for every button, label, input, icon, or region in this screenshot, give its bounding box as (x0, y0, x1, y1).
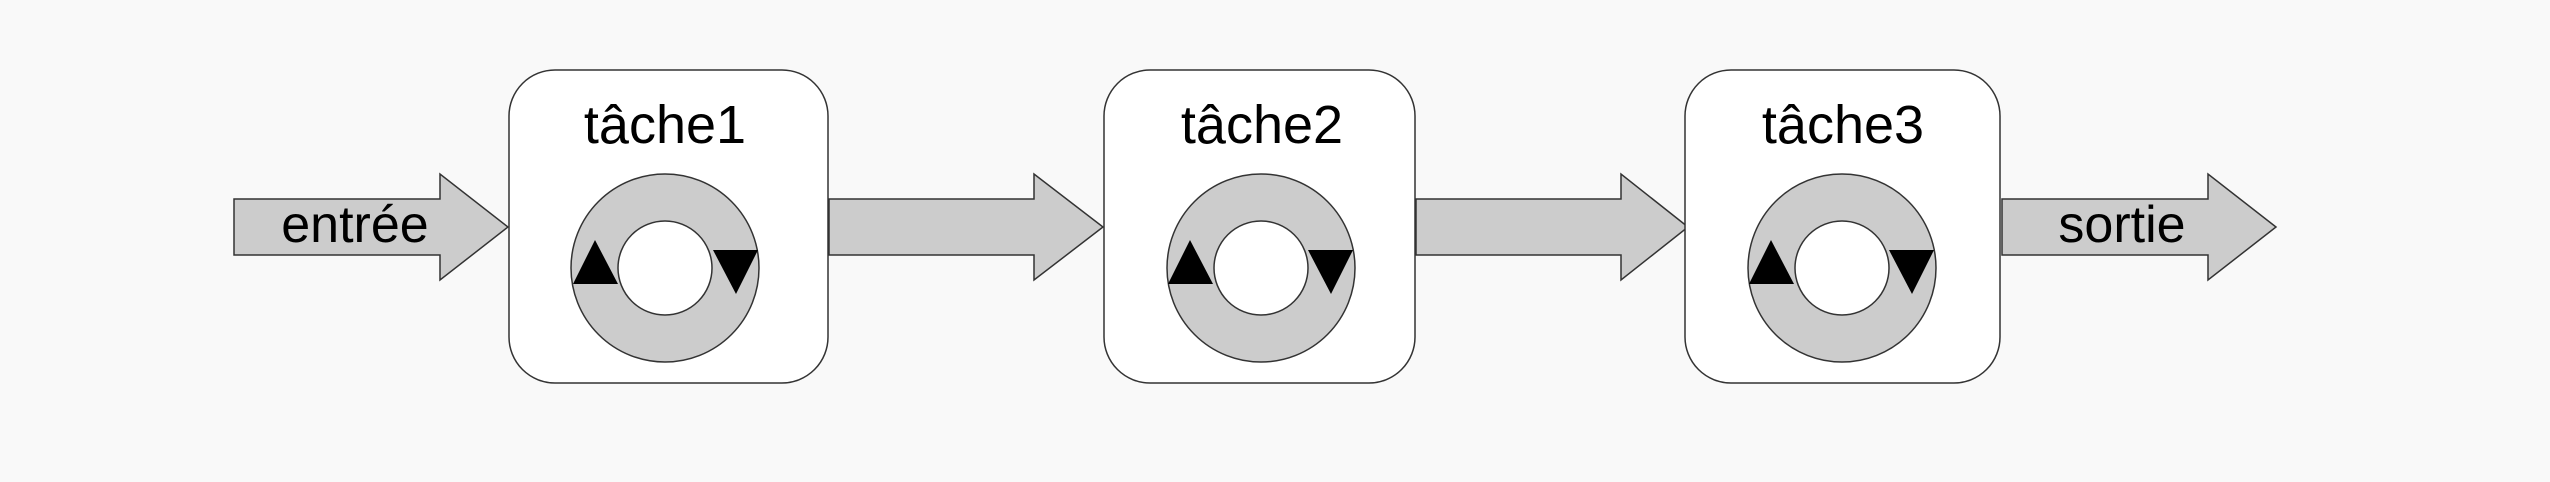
task-title: tâche1 (584, 95, 746, 155)
cycle-icon (1747, 173, 1937, 363)
task-title: tâche2 (1181, 95, 1343, 155)
down-triangle-icon (1308, 250, 1353, 294)
task-title: tâche3 (1762, 95, 1924, 155)
output-arrow: sortie (2001, 172, 2278, 282)
task-node-3: tâche3 (1684, 69, 2001, 384)
output-arrow-shape (2001, 172, 2278, 282)
flow-arrow-2-3 (1415, 172, 1690, 282)
output-label: sortie (2058, 196, 2185, 254)
down-triangle-icon (713, 250, 758, 294)
up-triangle-icon (1749, 240, 1794, 284)
down-triangle-icon (1889, 250, 1934, 294)
up-triangle-icon (1168, 240, 1213, 284)
up-triangle-icon (573, 240, 618, 284)
cycle-icon (1166, 173, 1356, 363)
input-label: entrée (281, 196, 428, 254)
input-arrow: entrée (233, 172, 510, 282)
flow-arrow-1-2 (828, 172, 1105, 282)
task-node-2: tâche2 (1103, 69, 1416, 384)
task-node-1: tâche1 (508, 69, 829, 384)
cycle-icon (570, 173, 760, 363)
input-arrow-shape (233, 172, 510, 282)
